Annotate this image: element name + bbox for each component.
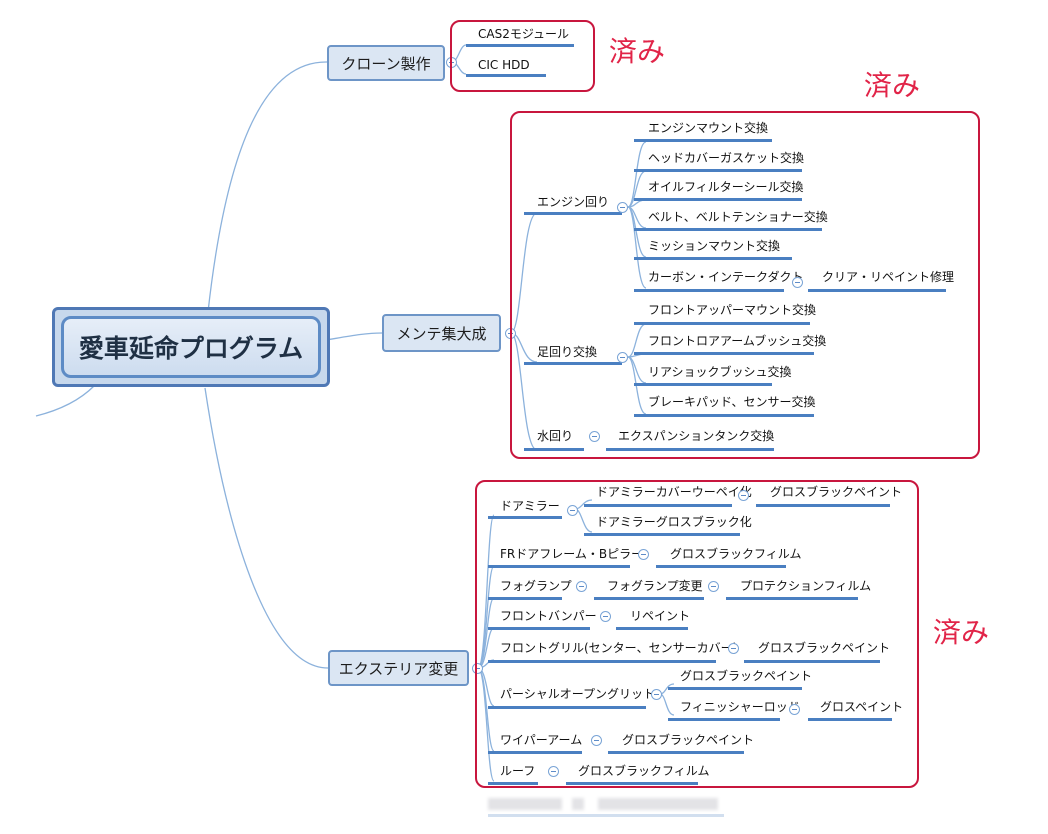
topic-exterior-label: エクステリア変更: [338, 659, 459, 678]
central-topic-label: 愛車延命プログラム: [61, 316, 321, 378]
node-wiper-arm[interactable]: ワイパーアーム: [500, 733, 583, 747]
topic-exterior[interactable]: エクステリア変更: [328, 650, 469, 686]
node-clear-repaint[interactable]: クリア・リペイント修理: [822, 270, 955, 284]
blurred-node: [598, 798, 718, 810]
node-cic-hdd[interactable]: CIC HDD: [478, 58, 530, 72]
collapse-icon[interactable]: [617, 352, 628, 363]
node-fog-lamp[interactable]: フォグランプ: [500, 579, 572, 593]
central-topic[interactable]: 愛車延命プログラム: [52, 307, 330, 387]
node-carbon-intake[interactable]: カーボン・インテークダクト: [648, 270, 804, 284]
collapse-icon[interactable]: [591, 735, 602, 746]
done-label-exterior: 済み: [933, 616, 990, 649]
node-roof[interactable]: ルーフ: [500, 764, 536, 778]
node-mirror-gloss-paint[interactable]: グロスブラックペイント: [770, 485, 903, 499]
topic-clone[interactable]: クローン製作: [327, 45, 445, 81]
collapse-icon[interactable]: [728, 643, 739, 654]
done-box-clone: [450, 20, 595, 92]
node-engine[interactable]: エンジン回り: [537, 195, 610, 209]
node-mission-mount[interactable]: ミッションマウント交換: [648, 239, 781, 253]
node-mirror-gloss-black[interactable]: ドアミラーグロスブラック化: [596, 515, 752, 529]
collapse-icon[interactable]: [789, 704, 800, 715]
node-mirror-cover[interactable]: ドアミラーカバーウーペイ化: [596, 485, 752, 499]
node-head-cover[interactable]: ヘッドカバーガスケット交換: [648, 151, 805, 165]
done-box-maintenance: [510, 111, 980, 459]
node-wiper-gloss-paint[interactable]: グロスブラックペイント: [622, 733, 755, 747]
collapse-icon[interactable]: [708, 581, 719, 592]
topic-clone-label: クローン製作: [341, 54, 431, 73]
node-brake-pads[interactable]: ブレーキパッド、センサー交換: [648, 395, 816, 409]
node-door-mirror[interactable]: ドアミラー: [500, 499, 560, 513]
node-front-bumper[interactable]: フロントバンパー: [500, 609, 597, 623]
collapse-icon[interactable]: [567, 505, 578, 516]
collapse-icon[interactable]: [651, 689, 662, 700]
collapse-icon[interactable]: [548, 766, 559, 777]
node-rear-shock[interactable]: リアショックブッシュ交換: [648, 365, 792, 379]
node-opening-grit[interactable]: パーシャルオープングリット: [500, 687, 656, 701]
node-front-lower-arm[interactable]: フロントロアアームブッシュ交換: [648, 334, 827, 348]
collapse-icon[interactable]: [738, 490, 749, 501]
node-protection-film[interactable]: プロテクションフィルム: [740, 579, 872, 593]
node-engine-mount[interactable]: エンジンマウント交換: [648, 121, 769, 135]
blurred-node: [488, 798, 562, 810]
node-frame-film[interactable]: グロスブラックフィルム: [670, 547, 802, 561]
node-front-upper-mount[interactable]: フロントアッパーマウント交換: [648, 303, 817, 317]
node-cas2-module[interactable]: CAS2モジュール: [478, 27, 570, 41]
topic-maintenance[interactable]: メンテ集大成: [382, 314, 501, 352]
collapse-icon[interactable]: [638, 549, 649, 560]
collapse-icon[interactable]: [600, 611, 611, 622]
node-belt[interactable]: ベルト、ベルトテンショナー交換: [648, 210, 828, 224]
node-opening-gloss-paint[interactable]: グロスブラックペイント: [680, 669, 813, 683]
done-box-exterior: [475, 480, 919, 788]
node-front-grill[interactable]: フロントグリル(センター、センサーカバー): [500, 641, 738, 655]
collapse-icon[interactable]: [576, 581, 587, 592]
node-expansion-tank[interactable]: エクスパンションタンク交換: [618, 429, 775, 443]
node-roof-film[interactable]: グロスブラックフィルム: [578, 764, 710, 778]
done-label-clone: 済み: [609, 35, 666, 68]
node-finisher-rod[interactable]: フィニッシャーロッド: [680, 700, 800, 714]
node-water[interactable]: 水回り: [537, 429, 574, 443]
topic-maintenance-label: メンテ集大成: [396, 324, 487, 343]
node-repaint[interactable]: リペイント: [630, 609, 691, 623]
collapse-icon[interactable]: [792, 277, 803, 288]
node-fog-change[interactable]: フォグランプ変更: [607, 579, 703, 593]
node-gloss-paint[interactable]: グロスペイント: [820, 700, 904, 714]
collapse-icon[interactable]: [472, 663, 483, 674]
node-grill-gloss-paint[interactable]: グロスブラックペイント: [758, 641, 891, 655]
collapse-icon[interactable]: [589, 431, 600, 442]
done-label-maintenance: 済み: [864, 69, 921, 102]
blurred-node: [572, 798, 584, 810]
node-suspension[interactable]: 足回り交換: [537, 345, 598, 359]
collapse-icon[interactable]: [617, 202, 628, 213]
node-door-frame[interactable]: FRドアフレーム・Bピラー: [500, 547, 644, 561]
node-oil-filter[interactable]: オイルフィルターシール交換: [648, 180, 804, 194]
